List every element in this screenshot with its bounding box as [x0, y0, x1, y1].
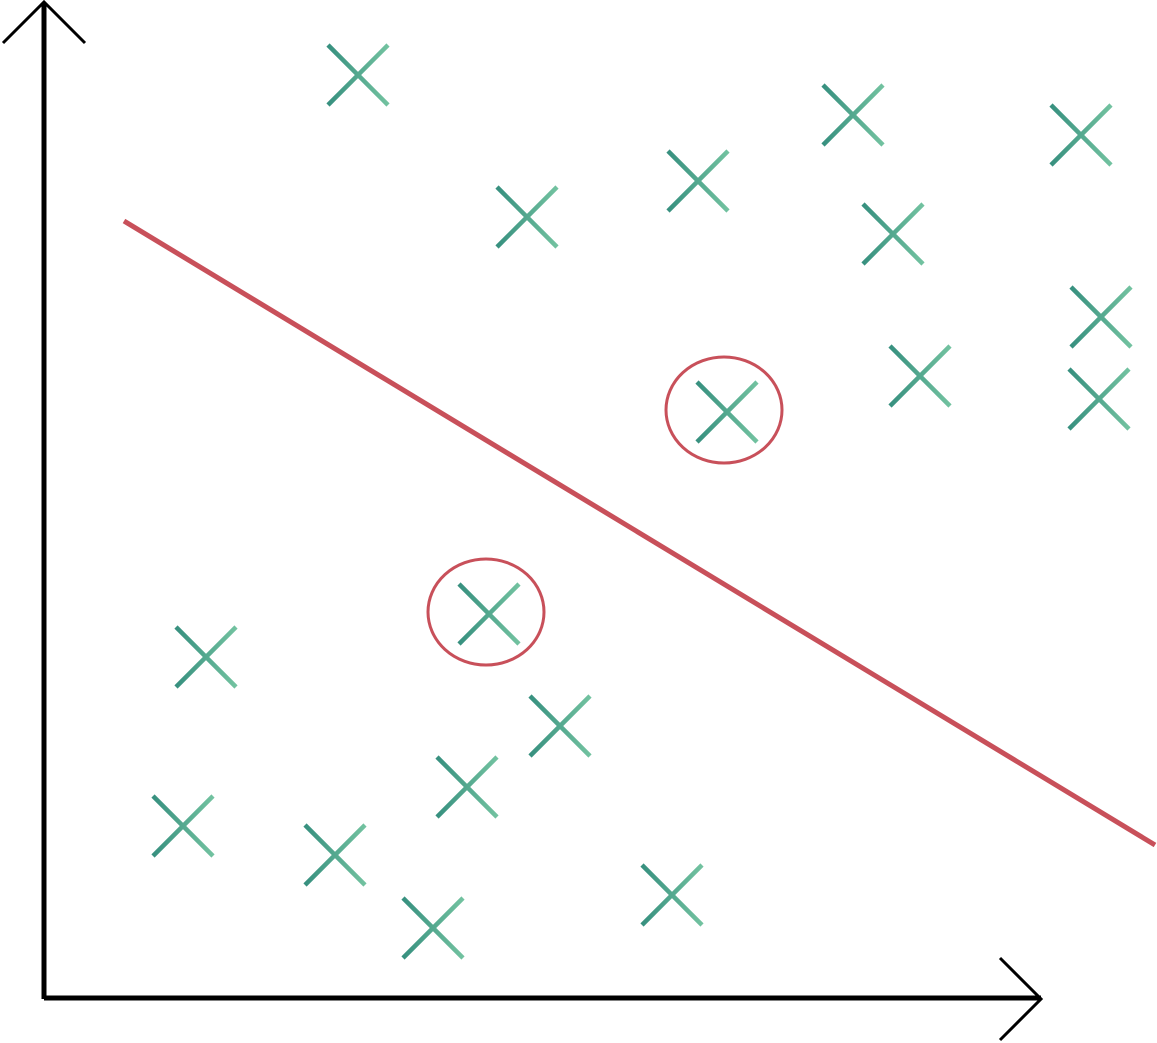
x-marker-point — [457, 582, 521, 646]
x-marker-stroke-rising — [457, 582, 521, 646]
x-marker-point — [528, 694, 592, 758]
x-marker-stroke-rising — [861, 202, 925, 266]
x-marker-stroke-rising — [401, 896, 465, 960]
x-marker-point — [861, 202, 925, 266]
x-marker-point — [435, 755, 499, 819]
x-marker-stroke-rising — [495, 185, 559, 249]
x-marker-point — [1069, 285, 1133, 349]
x-marker-point — [640, 863, 704, 927]
x-marker-point — [1067, 367, 1131, 431]
x-marker-stroke-rising — [695, 380, 759, 444]
x-marker-stroke-rising — [888, 344, 952, 408]
x-marker-point — [401, 896, 465, 960]
x-marker-stroke-rising — [326, 43, 390, 107]
x-marker-stroke-rising — [174, 625, 238, 689]
x-marker-point — [174, 625, 238, 689]
x-marker-point — [888, 344, 952, 408]
x-marker-point — [495, 185, 559, 249]
x-marker-stroke-rising — [1067, 367, 1131, 431]
x-marker-stroke-rising — [1049, 103, 1113, 167]
highlight-circle — [426, 557, 546, 667]
x-marker-stroke-rising — [640, 863, 704, 927]
x-marker-point — [695, 380, 759, 444]
x-marker-point — [326, 43, 390, 107]
x-marker-point — [666, 149, 730, 213]
decision-boundary-line — [122, 218, 1157, 848]
highlight-circle — [664, 355, 784, 465]
x-marker-stroke-rising — [666, 149, 730, 213]
x-axis-arrowhead — [998, 956, 1044, 1042]
data-points — [151, 43, 1133, 960]
x-marker-stroke-rising — [528, 694, 592, 758]
x-marker-stroke-rising — [1069, 285, 1133, 349]
x-marker-point — [151, 794, 215, 858]
x-marker-stroke-rising — [303, 823, 367, 887]
y-axis-arrowhead — [1, 0, 87, 45]
x-marker-point — [1049, 103, 1113, 167]
x-marker-stroke-rising — [435, 755, 499, 819]
axes — [1, 0, 1044, 1042]
x-marker-point — [821, 83, 885, 147]
x-marker-point — [303, 823, 367, 887]
x-marker-stroke-rising — [151, 794, 215, 858]
x-marker-stroke-rising — [821, 83, 885, 147]
